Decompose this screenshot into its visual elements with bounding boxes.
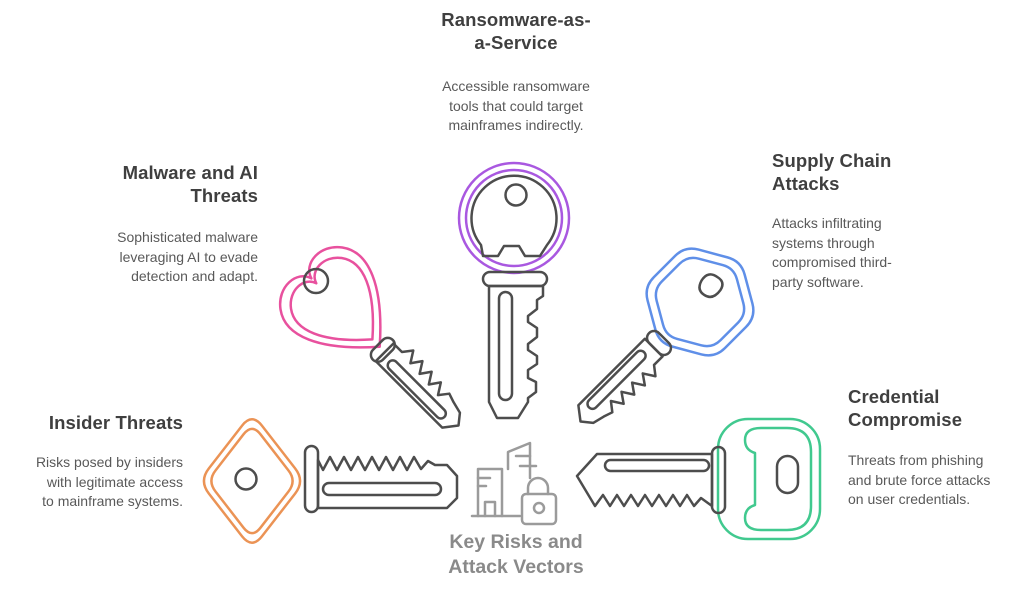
threat-description: Attacks infiltrating systems through com… bbox=[772, 214, 987, 292]
threat-description-line: Threats from phishing bbox=[848, 452, 984, 468]
ransomware-key-icon bbox=[440, 160, 590, 430]
malware-key-icon bbox=[262, 226, 502, 466]
threat-description-line: detection and adapt. bbox=[131, 268, 258, 284]
threat-block-credential: Credential Compromise Threats from phish… bbox=[848, 385, 1024, 510]
diagram-caption-line: Key Risks and bbox=[449, 531, 583, 553]
supply-chain-key-icon bbox=[550, 228, 790, 468]
threat-block-insider: Insider Threats Risks posed by insiders … bbox=[0, 411, 183, 512]
credential-key-icon bbox=[565, 408, 835, 553]
threat-description-line: and brute force attacks bbox=[848, 471, 991, 488]
threat-description-line: compromised third- bbox=[772, 254, 892, 270]
threat-block-ransomware: Ransomware-as- a-Service Accessible rans… bbox=[390, 8, 642, 136]
threat-title-line: Supply Chain bbox=[772, 150, 892, 171]
threat-title-line: a-Service bbox=[474, 32, 558, 53]
threat-description-line: tools that could target bbox=[449, 97, 583, 114]
mainframe-building-lock-icon bbox=[460, 432, 570, 532]
threat-block-malware-ai: Malware and AI Threats Sophisticated mal… bbox=[38, 161, 258, 287]
threat-title: Ransomware-as- a-Service bbox=[390, 8, 642, 54]
threat-description-line: Accessible ransomware bbox=[442, 78, 590, 94]
threat-description-line: Sophisticated malware bbox=[117, 229, 258, 245]
threat-title-line: Insider Threats bbox=[48, 412, 183, 433]
insider-key-icon bbox=[195, 408, 465, 553]
threat-title: Insider Threats bbox=[0, 411, 183, 434]
threat-description: Risks posed by insiders with legitimate … bbox=[0, 453, 183, 512]
threat-description: Threats from phishing and brute force at… bbox=[848, 451, 1024, 510]
threat-description-line: on user credentials. bbox=[848, 491, 971, 507]
threat-title: Malware and AI Threats bbox=[38, 161, 258, 207]
threat-title-line: Credential bbox=[848, 386, 940, 407]
threat-description-line: leveraging AI to evade bbox=[119, 248, 258, 265]
threat-block-supply-chain: Supply Chain Attacks Attacks infiltratin… bbox=[772, 149, 987, 292]
threat-description: Accessible ransomware tools that could t… bbox=[390, 77, 642, 136]
threat-title-line: Malware and AI bbox=[122, 162, 258, 183]
threat-title-line: Ransomware-as- bbox=[441, 9, 591, 30]
threat-description-line: systems through bbox=[772, 234, 875, 251]
threat-description-line: Attacks infiltrating bbox=[772, 215, 882, 231]
threat-title: Supply Chain Attacks bbox=[772, 149, 987, 195]
threat-description-line: with legitimate access bbox=[46, 473, 183, 490]
diagram-caption-line: Attack Vectors bbox=[448, 556, 584, 578]
threat-description: Sophisticated malware leveraging AI to e… bbox=[38, 228, 258, 287]
diagram-caption: Key Risks and Attack Vectors bbox=[396, 530, 636, 580]
threat-title-line: Attacks bbox=[772, 173, 840, 194]
threat-description-line: Risks posed by insiders bbox=[35, 454, 183, 470]
threat-title-line: Threats bbox=[190, 185, 258, 206]
threat-description-line: to mainframe systems. bbox=[42, 493, 183, 509]
threat-description-line: party software. bbox=[772, 273, 864, 290]
threat-title-line: Compromise bbox=[848, 409, 963, 430]
threat-title: Credential Compromise bbox=[848, 385, 1024, 431]
threat-description-line: mainframes indirectly. bbox=[448, 117, 584, 133]
